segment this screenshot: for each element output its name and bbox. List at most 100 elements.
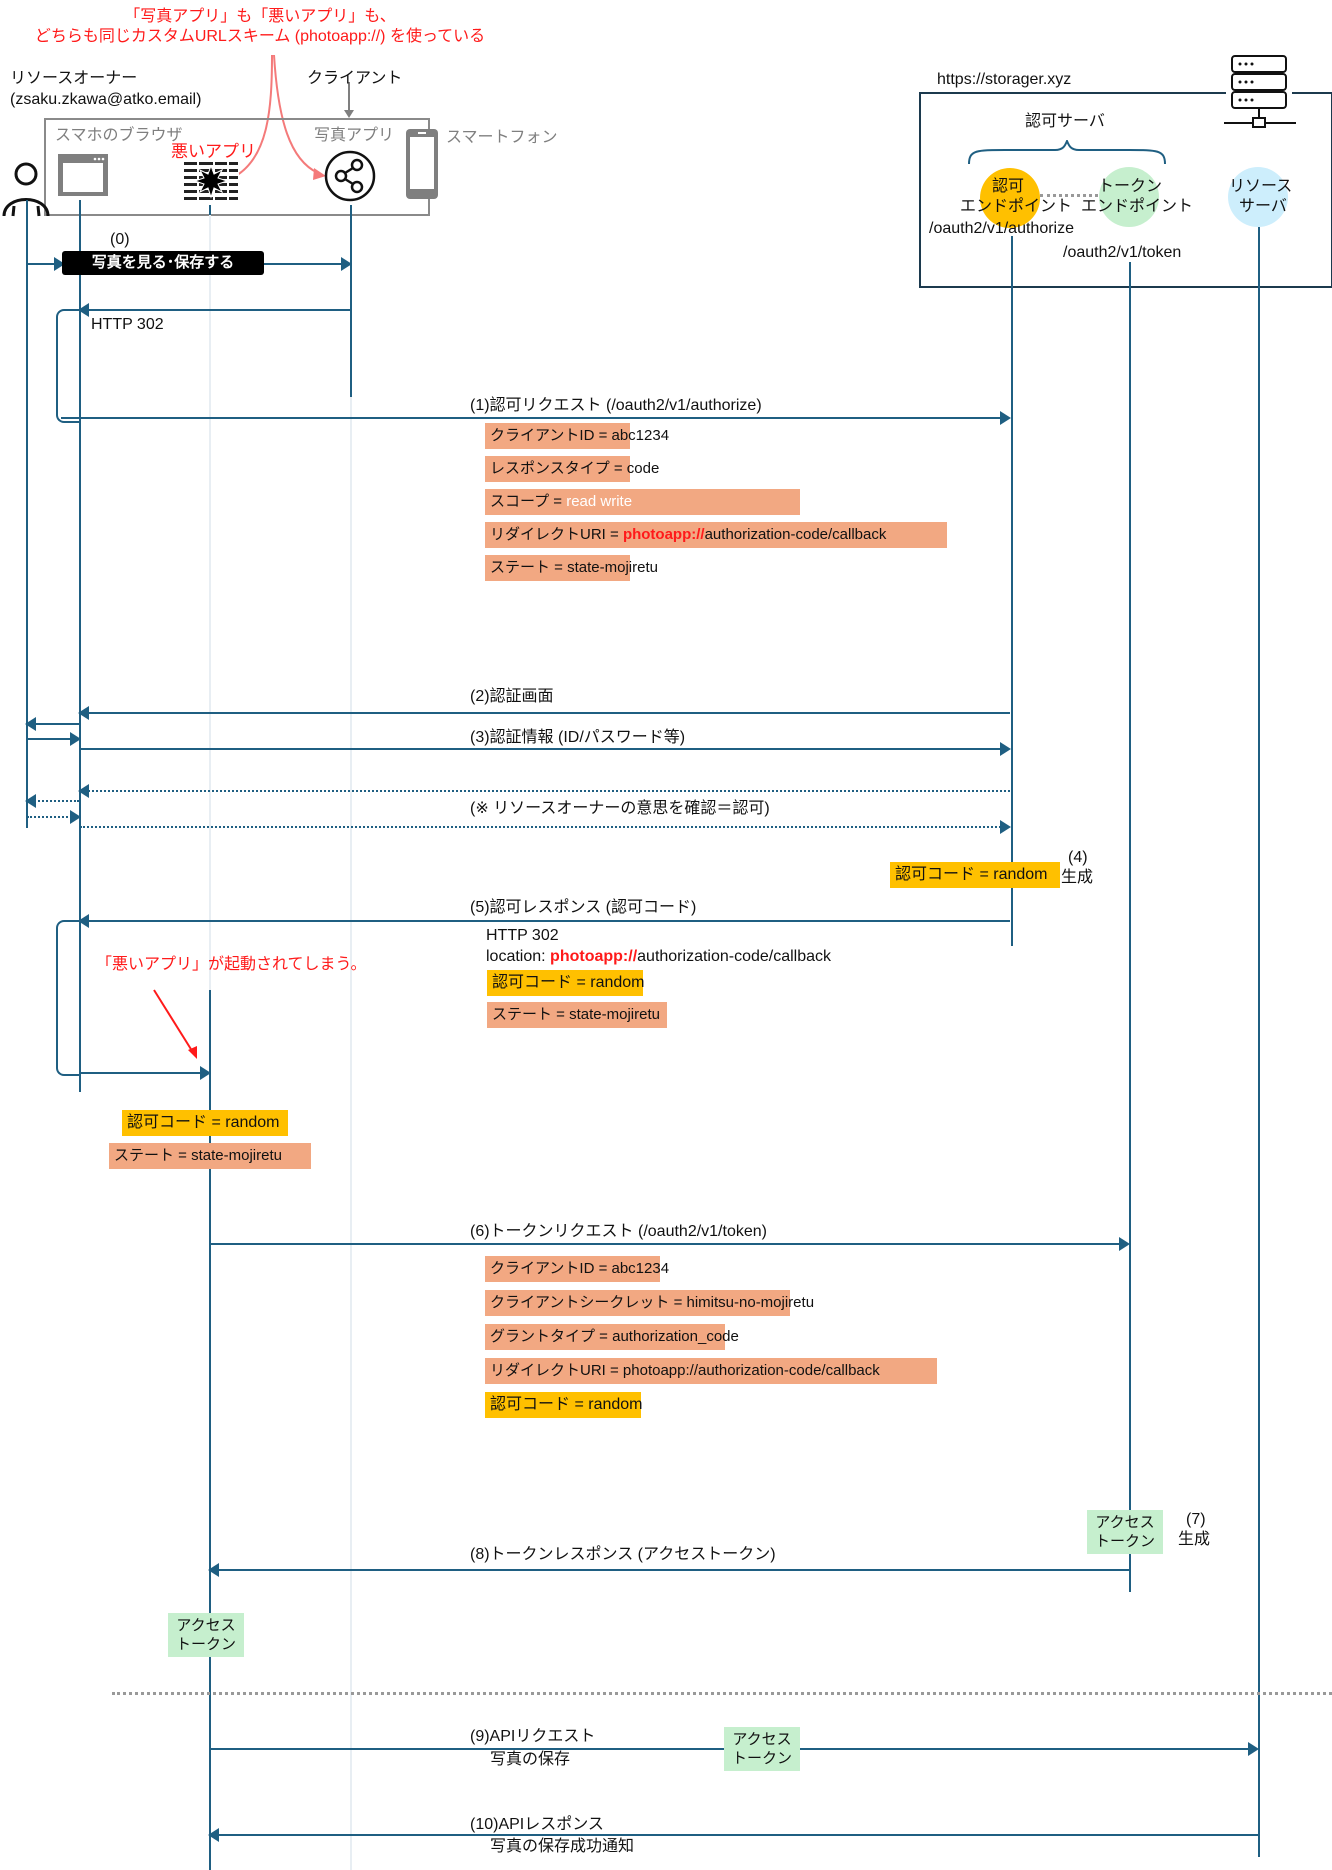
bad-app-auth-code: 認可コード = random [122, 1110, 288, 1136]
token-endpoint-label-1: トークン [1098, 178, 1163, 195]
arrow-consent-from-owner [27, 810, 81, 824]
token-endpoint-label-2: エンドポイント [1081, 198, 1194, 215]
auth-server-brace [968, 140, 1166, 165]
step5-location: location: photoapp://authorization-code/… [486, 947, 831, 966]
arrow-owner-to-browser-s0 [27, 257, 65, 271]
resource-server-circle [1228, 167, 1288, 227]
arrow-authorize-response [78, 914, 1010, 928]
bad-app-access-token: アクセストークン [168, 1613, 245, 1657]
token-path: /oauth2/v1/token [1063, 244, 1182, 261]
person-icon [2, 162, 50, 217]
arrow-api-response [208, 1828, 1258, 1842]
callback-path: authorization-code/callback [704, 526, 887, 543]
step6-label: (6)トークンリクエスト (/oauth2/v1/token) [470, 1223, 767, 1240]
arrow-consent-request [78, 784, 1010, 798]
step4-number: (4) [1068, 849, 1088, 866]
http302-label: HTTP 302 [91, 316, 164, 333]
param-scope: スコープ = read write [485, 489, 800, 515]
lifeline-token-endpoint [1129, 262, 1131, 1592]
arrow-head-photo-app [313, 168, 326, 180]
arrow-consent-grant [80, 820, 1011, 834]
step3-label: (3)認証情報 (ID/パスワード等) [470, 729, 686, 746]
lifeline-resource-server [1258, 227, 1260, 1857]
phase-separator [112, 1692, 1332, 1695]
authorize-endpoint-label-1: 認可 [992, 178, 1025, 195]
resource-owner-email: (zsaku.zkawa@atko.email) [10, 91, 202, 108]
redirect-loop-2 [56, 920, 80, 1076]
arrow-authorize-request [61, 411, 1011, 425]
step7-number: (7) [1186, 1511, 1206, 1528]
param-response-type: レスポンスタイプ = code [485, 456, 659, 482]
auth-server-label: 認可サーバ [1025, 113, 1105, 130]
authorize-endpoint-circle [980, 168, 1040, 228]
redirect-loop-1 [56, 309, 80, 423]
arrow-http302-redirect [78, 303, 350, 317]
domain-label: https://storager.xyz [937, 71, 1072, 88]
response-state: ステート = state-mojiretu [487, 1002, 667, 1028]
arrow-token-request [210, 1237, 1130, 1251]
lifeline-bad-app-top [209, 205, 211, 215]
step2-label: (2)認証画面 [470, 688, 554, 705]
step10-sublabel: 写真の保存成功通知 [490, 1838, 635, 1855]
request-access-token: アクセストークン [724, 1727, 801, 1771]
resource-owner-label: リソースオーナー [10, 70, 138, 87]
consent-label: (※ リソースオーナーの意思を確認＝認可) [470, 800, 770, 817]
token-l1: アクセス [732, 1731, 792, 1748]
lifeline-resource-owner [26, 200, 28, 828]
photo-app-label: 写真アプリ [314, 127, 395, 144]
arrow-consent-to-owner [25, 794, 79, 808]
arrow-to-photo-app-s0 [264, 257, 352, 271]
view-save-photo-action[interactable]: 写真を見る･保存する [62, 251, 264, 275]
token-param-auth-code: 認可コード = random [485, 1392, 643, 1418]
param-redirect-uri: リダイレクトURI = photoapp://authorization-cod… [485, 522, 947, 548]
response-auth-code: 認可コード = random [487, 970, 645, 996]
token-endpoint-circle [1099, 167, 1159, 227]
token-l2: トークン [732, 1750, 793, 1767]
client-label: クライアント [307, 70, 403, 87]
resource-server-label-2: サーバ [1239, 198, 1287, 215]
lifeline-photo-app [350, 205, 352, 397]
authorize-path: /oauth2/v1/authorize [929, 220, 1074, 237]
token-l2: トークン [176, 1636, 237, 1653]
param-redirect-key: リダイレクトURI = [490, 526, 623, 543]
generated-auth-code: 認可コード = random [890, 862, 1060, 888]
step5-label: (5)認可レスポンス (認可コード) [470, 899, 697, 916]
param-scope-key: スコープ = [490, 493, 567, 510]
generated-access-token: アクセストークン [1087, 1510, 1164, 1554]
token-param-client-secret: クライアントシークレット = himitsu-no-mojiretu [485, 1290, 814, 1316]
token-l1: アクセス [1095, 1514, 1155, 1531]
location-scheme: photoapp:// [550, 948, 638, 965]
step8-label: (8)トークンレスポンス (アクセストークン) [470, 1546, 776, 1563]
arrow-to-bad-app [231, 54, 273, 179]
param-scope-value: read write [566, 493, 633, 510]
arrow-owner-to-browser [27, 732, 81, 746]
arrow-credentials [80, 742, 1011, 756]
annotation-same-scheme-line1: 「写真アプリ」も「悪いアプリ」も、 [124, 8, 396, 25]
guide-bad-app [209, 212, 211, 992]
authorize-endpoint-label-2: エンドポイント [960, 198, 1073, 215]
step7-generate: 生成 [1178, 1531, 1211, 1548]
annotation-same-scheme-line2: どちらも同じカスタムURLスキーム (photoapp://) を使っている [34, 28, 486, 45]
smartphone-label: スマートフォン [446, 129, 558, 146]
endpoint-connector [1040, 194, 1098, 197]
arrow-token-response [208, 1563, 1129, 1577]
param-state: ステート = state-mojiretu [485, 555, 658, 581]
step0-number: (0) [110, 231, 130, 248]
location-path: authorization-code/callback [637, 948, 832, 965]
token-l2: トークン [1095, 1533, 1156, 1550]
token-l1: アクセス [176, 1617, 236, 1634]
step10-label: (10)APIレスポンス [470, 1816, 604, 1833]
step4-generate: 生成 [1061, 869, 1094, 886]
custom-scheme-highlight: photoapp:// [622, 526, 705, 543]
bad-app-state: ステート = state-mojiretu [109, 1143, 311, 1169]
resource-server-label-1: リソース [1229, 178, 1293, 195]
step9-sublabel: 写真の保存 [490, 1751, 571, 1768]
lifeline-authorize-endpoint [1011, 236, 1013, 946]
step9-label: (9)APIリクエスト [470, 1728, 596, 1745]
arrow-browser-to-bad-app [80, 1066, 211, 1080]
share-icon [324, 150, 376, 202]
step1-label: (1)認可リクエスト (/oauth2/v1/authorize) [470, 397, 762, 414]
lifeline-bad-app [209, 990, 211, 1870]
guide-photo-app [350, 397, 352, 1870]
bad-app-launch-arrow [153, 989, 197, 1059]
